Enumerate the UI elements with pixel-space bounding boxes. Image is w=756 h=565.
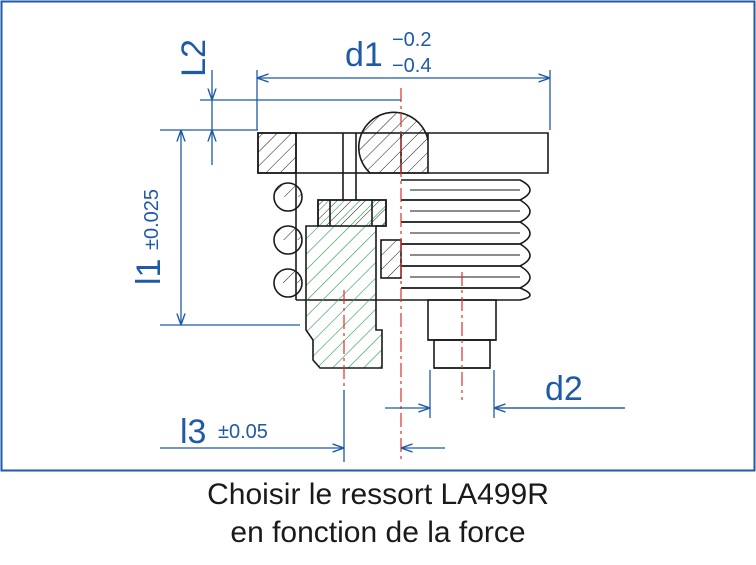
- dim-label-l3: l3: [180, 413, 206, 451]
- drawing-border: [0, 0, 756, 472]
- dimension-lines: [160, 70, 625, 462]
- dim-tol-d1-upper: −0.2: [392, 29, 431, 51]
- dim-tol-d1-lower: −0.4: [392, 55, 431, 77]
- caption-line-1: Choisir le ressort LA499R: [207, 478, 549, 511]
- caption: Choisir le ressort LA499R en fonction de…: [0, 476, 756, 565]
- dim-label-l2: L2: [175, 39, 213, 77]
- dim-tol-l1: ±0.025: [141, 189, 163, 250]
- dim-label-d1: d1: [345, 36, 383, 74]
- dim-tol-l3: ±0.05: [218, 421, 268, 443]
- dimension-labels: L2 d1 −0.2 −0.4 l1 ±0.025 d2 l3 ±0.05: [130, 29, 583, 451]
- set-screw: [305, 199, 387, 369]
- plunger-body: [257, 111, 549, 369]
- caption-line-2: en fonction de la force: [230, 516, 526, 549]
- dim-label-d2: d2: [545, 370, 583, 408]
- dim-label-l1: l1: [130, 259, 168, 285]
- centerlines: [343, 88, 463, 460]
- technical-drawing: L2 d1 −0.2 −0.4 l1 ±0.025 d2 l3 ±0.05: [0, 0, 756, 472]
